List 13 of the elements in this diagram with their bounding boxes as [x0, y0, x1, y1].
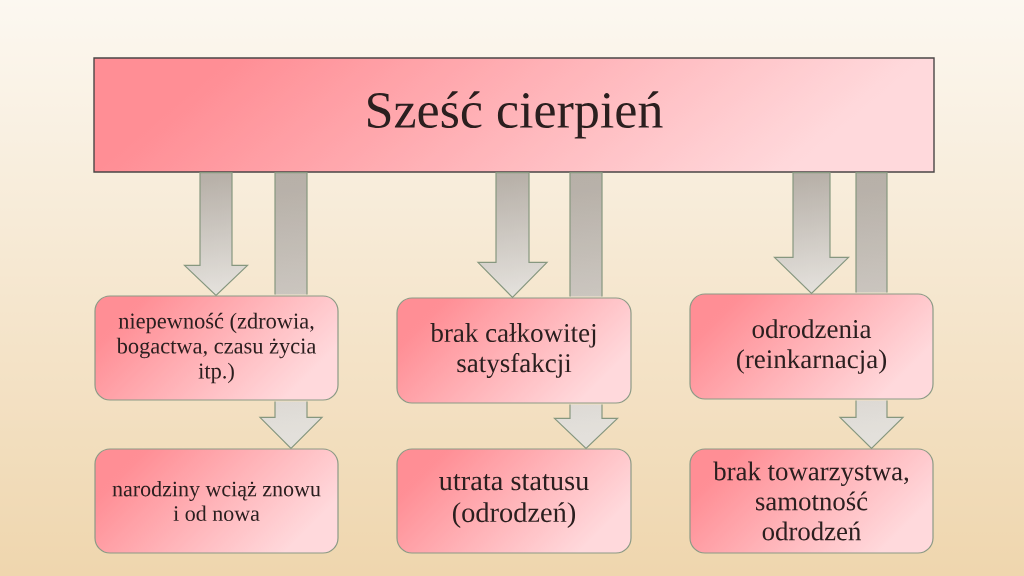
block-arrow [773, 172, 850, 295]
block-arrow [258, 172, 324, 450]
block-arrow [183, 172, 249, 297]
rounded-box: narodziny wciąż znowu i od nowa [94, 448, 339, 554]
block-arrow [553, 172, 619, 450]
rounded-box: brak towarzystwa, samotność odrodzeń [689, 448, 934, 554]
block-arrow [838, 172, 905, 450]
block-arrow [476, 172, 549, 299]
banner-box: Sześć cierpień [93, 57, 935, 173]
rounded-box: utrata statusu (odrodzeń) [396, 448, 632, 554]
rounded-box: odrodzenia (reinkarnacja) [689, 293, 934, 400]
rounded-box: brak całkowitej satysfakcji [396, 297, 632, 404]
rounded-box: niepewność (zdrowia, bogactwa, czasu życia itp.) [94, 295, 339, 401]
